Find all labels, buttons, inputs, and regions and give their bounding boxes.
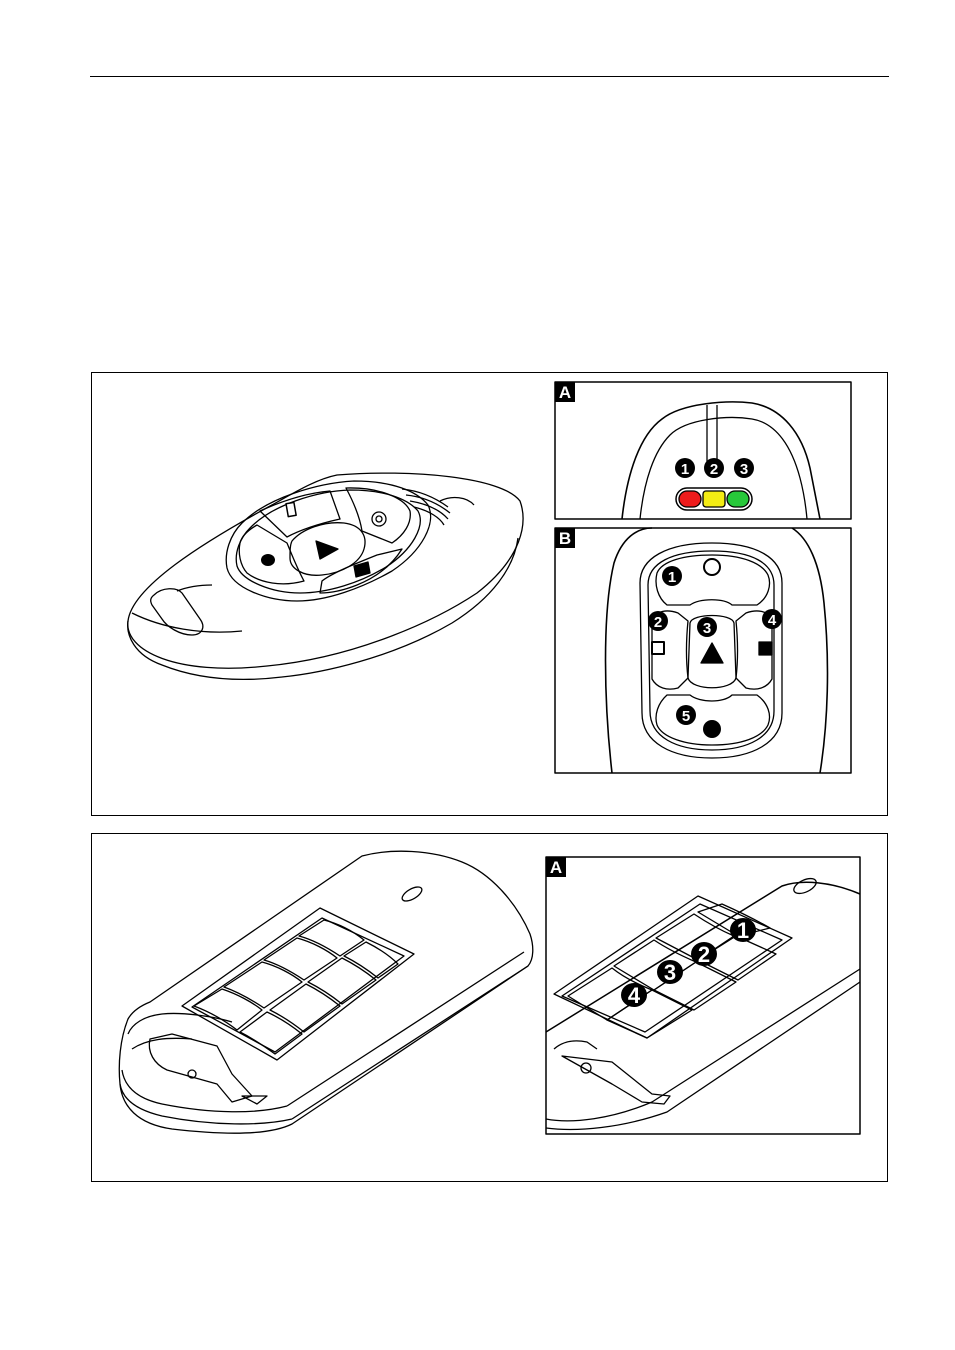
button-number-2: 2: [654, 614, 662, 631]
led-number-3: 3: [740, 461, 748, 478]
header-rule: [90, 76, 889, 77]
button-number-3: 3: [703, 620, 711, 637]
inset-a-led-panel: [555, 382, 851, 519]
button-number-4: 4: [768, 612, 777, 629]
oval-keyfob-illustration: [128, 473, 523, 679]
inset-b-letter: B: [559, 529, 571, 548]
fig2-inset-a-letter: A: [550, 858, 562, 877]
fig2-button-number-4: 4: [628, 983, 641, 1008]
inset-a-button-panel: [546, 857, 860, 1134]
figure-rectangular-keyfob: A 1 2 3 4: [91, 833, 888, 1182]
led-1-red: [679, 491, 701, 507]
figure-oval-keyfob: A 1 2 3 B 1 2 3 4 5: [91, 372, 888, 816]
rectangular-keyfob-illustration: [119, 851, 533, 1133]
inset-a-letter: A: [559, 383, 571, 402]
fig2-button-number-2: 2: [698, 942, 710, 967]
led-2-yellow: [703, 491, 725, 507]
led-number-1: 1: [681, 461, 689, 478]
fig2-button-number-1: 1: [737, 918, 749, 943]
fig2-button-number-3: 3: [664, 960, 676, 985]
figure-rectangular-keyfob-drawing: A 1 2 3 4: [92, 834, 889, 1183]
led-3-green: [727, 491, 749, 507]
button-number-1: 1: [668, 569, 676, 586]
inset-b-button-panel: [555, 528, 851, 773]
led-number-2: 2: [710, 461, 718, 478]
button-number-5: 5: [682, 708, 690, 725]
figure-oval-keyfob-drawing: A 1 2 3 B 1 2 3 4 5: [92, 373, 889, 817]
